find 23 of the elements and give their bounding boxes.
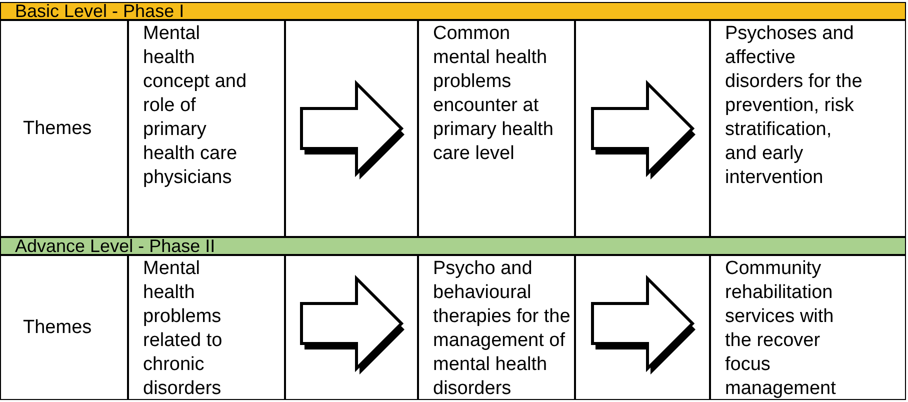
row-label: Themes <box>23 316 92 340</box>
table-cell <box>0 255 128 400</box>
table-cell <box>710 20 906 237</box>
block-arrow <box>300 274 404 374</box>
row-label: Themes <box>23 116 92 140</box>
theme-text: Psycho and behavioural therapies for the management of mental health disorders <box>433 257 572 401</box>
level-band <box>0 2 906 20</box>
table-cell <box>710 255 906 400</box>
table-cell <box>128 20 285 237</box>
block-arrow <box>300 80 404 180</box>
block-arrow <box>591 80 696 180</box>
theme-text: Common mental health problems encounter at primary health care level <box>433 22 554 166</box>
table-cell <box>418 20 575 237</box>
table-cell <box>0 20 128 237</box>
theme-text: Psychoses and affective disorders for the prevention, risk stratification, and early intervention <box>725 22 864 190</box>
level-heading: Advance Level - Phase II <box>15 238 216 254</box>
table-cell <box>128 255 285 400</box>
theme-text: Mental health problems related to chronic disorders <box>143 257 224 401</box>
theme-text: Mental health concept and role of primary health care physicians <box>143 22 248 190</box>
block-arrow <box>591 274 696 374</box>
theme-text: Community rehabilitation services with the recover focus management <box>725 257 837 401</box>
level-heading: Basic Level - Phase I <box>15 3 186 19</box>
level-band <box>0 237 906 255</box>
